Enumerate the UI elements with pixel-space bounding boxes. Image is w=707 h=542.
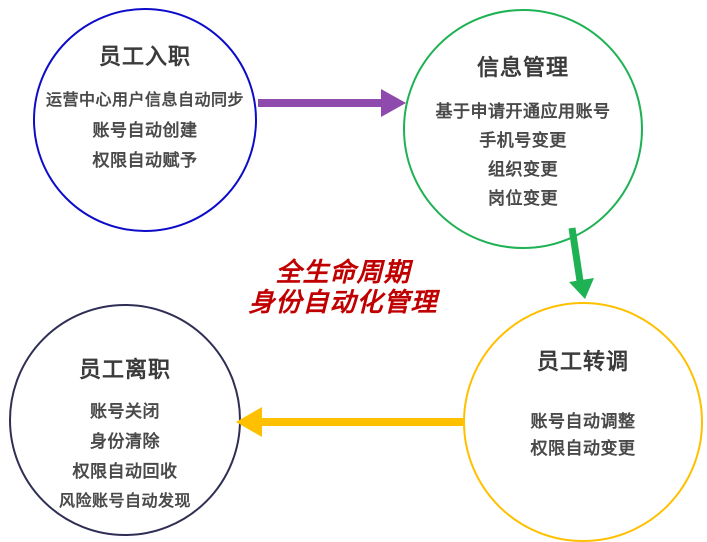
node-info-management: 信息管理 基于申请开通应用账号 手机号变更 组织变更 岗位变更 [403, 9, 643, 249]
node-line: 账号自动创建 [92, 121, 198, 140]
node-transfer-title: 员工转调 [536, 349, 629, 374]
node-offboarding-lines: 账号关闭 身份清除 权限自动回收 风险账号自动发现 [59, 397, 191, 517]
node-offboarding-title: 员工离职 [78, 357, 171, 382]
node-line: 组织变更 [488, 160, 558, 179]
node-onboarding-lines: 运营中心用户信息自动同步 账号自动创建 权限自动赋予 [46, 86, 244, 176]
node-onboarding: 员工入职 运营中心用户信息自动同步 账号自动创建 权限自动赋予 [33, 8, 257, 232]
node-offboarding: 员工离职 账号关闭 身份清除 权限自动回收 风险账号自动发现 [9, 304, 241, 536]
node-line: 权限自动回收 [72, 462, 178, 481]
node-line: 风险账号自动发现 [58, 493, 191, 510]
node-line: 运营中心用户信息自动同步 [45, 92, 244, 109]
node-line: 权限自动变更 [530, 439, 636, 458]
node-transfer-lines: 账号自动调整 权限自动变更 [531, 408, 636, 462]
node-line: 手机号变更 [479, 131, 567, 150]
center-caption: 全生命周期 身份自动化管理 [193, 257, 493, 317]
arrow-transfer-to-offboarding-icon [236, 407, 463, 437]
center-caption-line1: 全生命周期 [275, 257, 411, 287]
arrow-onboarding-to-info-icon [258, 89, 406, 117]
center-caption-line2: 身份自动化管理 [248, 287, 438, 317]
node-transfer: 员工转调 账号自动调整 权限自动变更 [463, 302, 703, 542]
arrow-info-to-transfer-icon [568, 227, 594, 299]
node-info-management-title: 信息管理 [476, 55, 569, 80]
node-line: 账号关闭 [89, 402, 160, 421]
node-line: 岗位变更 [488, 189, 558, 208]
node-onboarding-title: 员工入职 [98, 44, 191, 69]
node-line: 账号自动调整 [530, 412, 636, 431]
node-info-management-lines: 基于申请开通应用账号 手机号变更 组织变更 岗位变更 [436, 97, 611, 213]
node-line: 基于申请开通应用账号 [435, 102, 611, 121]
node-line: 权限自动赋予 [92, 151, 198, 170]
node-line: 身份清除 [89, 432, 160, 451]
